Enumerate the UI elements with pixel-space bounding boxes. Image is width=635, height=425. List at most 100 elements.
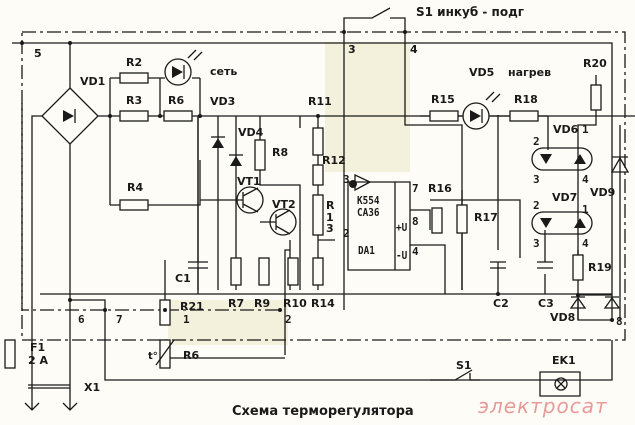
ic-ref: DA1 — [358, 244, 375, 257]
r16-body — [431, 207, 443, 234]
ic-plus-u: +U — [396, 221, 408, 234]
ek1-label: EK1 — [552, 354, 576, 367]
vd8-label: VD8 — [550, 311, 576, 324]
optocoupler-vd7 — [531, 211, 593, 235]
optocoupler-vd6 — [531, 147, 593, 171]
ic-pin-2: 2 — [343, 227, 350, 240]
r14-body — [312, 257, 324, 286]
r19-label: R19 — [588, 261, 612, 274]
node-3: 3 — [348, 43, 356, 56]
r6a-body — [163, 110, 193, 122]
f1-rating: 2 A — [28, 354, 48, 367]
vd3-zener — [212, 138, 224, 148]
r10-label: R10 — [283, 297, 307, 310]
r19-body — [572, 254, 584, 281]
enclosure-dash-bottom — [21, 103, 280, 311]
r18-label: R18 — [514, 93, 538, 106]
c2 — [490, 261, 506, 269]
ic-part-number: K554 CA36 — [357, 194, 380, 219]
r4-label: R4 — [127, 181, 144, 194]
node-6: 6 — [78, 313, 85, 326]
switch-s1-bottom-label: S1 — [456, 359, 472, 372]
ic-pin-4: 4 — [412, 245, 419, 258]
r15-label: R15 — [431, 93, 455, 106]
r9-label: R9 — [254, 297, 271, 310]
r13-label: R 1 3 — [326, 200, 334, 235]
vd6-pin-1: 1 — [582, 123, 589, 136]
r6a-label: R6 — [168, 94, 185, 107]
r14-label: R14 — [311, 297, 335, 310]
switch-s1-bottom — [430, 369, 480, 381]
r7-label: R7 — [228, 297, 245, 310]
node-7: 7 — [116, 313, 123, 326]
vt2-label: VT2 — [272, 198, 296, 211]
vt1-label: VT1 — [237, 175, 261, 188]
vd6-label: VD6 — [553, 123, 579, 136]
ek1-box — [539, 371, 581, 397]
ic-pin-8: 8 — [412, 215, 419, 228]
r2-body — [119, 72, 149, 84]
led-network-label: сеть — [210, 65, 238, 78]
node-1: 1 — [183, 313, 190, 326]
board-area-a — [325, 42, 410, 172]
vd7-pin-1: 1 — [582, 203, 589, 216]
ek1-lamp — [554, 377, 568, 391]
watermark: электросат — [478, 394, 608, 418]
ic-pin-7: 7 — [412, 182, 419, 195]
r11-body — [312, 127, 324, 156]
r9-body — [258, 257, 270, 286]
r17-body — [456, 204, 468, 234]
r13-label-1: 1 — [326, 210, 334, 224]
r11-label: R11 — [308, 95, 332, 108]
vd7-label: VD7 — [552, 191, 578, 204]
vd9-diode — [610, 156, 630, 173]
ic-pin-3: 3 — [343, 173, 350, 186]
c2-label: C2 — [493, 297, 509, 310]
enclosure-dash-top — [21, 31, 626, 341]
vd7-pin-2: 2 — [533, 199, 540, 212]
r7-body — [230, 257, 242, 286]
ground-arrow-2 — [62, 400, 78, 411]
r12-body — [312, 164, 324, 186]
r8-label: R8 — [272, 146, 289, 159]
node-5: 5 — [34, 47, 42, 60]
node-8: 8 — [616, 315, 623, 328]
c1-label: C1 — [175, 272, 191, 285]
vd7-pin-4: 4 — [582, 237, 589, 250]
r20-body — [590, 84, 602, 111]
thermistor-symbol: t° — [148, 351, 158, 362]
vd6-pin-3: 3 — [533, 173, 540, 186]
vd6-pin-2: 2 — [533, 135, 540, 148]
vd8-diode-b — [603, 296, 621, 309]
board-area-b — [168, 300, 288, 345]
r17-label: R17 — [474, 211, 498, 224]
led-heating-label: нагрев — [508, 66, 552, 79]
r15-body — [429, 110, 459, 122]
f1-body — [4, 339, 16, 369]
f1-label: F1 — [30, 341, 46, 354]
r3-body — [119, 110, 149, 122]
vd3-label: VD3 — [210, 95, 236, 108]
r20-label: R20 — [583, 57, 607, 70]
switch-s1-top-label: S1 инкуб - подг — [416, 5, 525, 19]
x1-bar — [28, 384, 70, 389]
r8-body — [254, 139, 266, 171]
top-rail — [12, 42, 613, 320]
r4-body — [119, 199, 149, 211]
vd5-label: VD5 — [469, 66, 495, 79]
vd9-label: VD9 — [590, 186, 616, 199]
r2-label: R2 — [126, 56, 143, 69]
c3 — [537, 261, 553, 269]
r10-body — [287, 257, 299, 286]
r18-body — [509, 110, 539, 122]
r13-label-3: 3 — [326, 222, 334, 236]
ground-arrow-1 — [24, 400, 40, 411]
r12-label: R12 — [322, 154, 346, 167]
r21-body — [159, 299, 171, 326]
node-4: 4 — [410, 43, 418, 56]
node-2: 2 — [285, 313, 292, 326]
switch-s1-top-wire — [343, 7, 406, 32]
vd4-label: VD4 — [238, 126, 264, 139]
